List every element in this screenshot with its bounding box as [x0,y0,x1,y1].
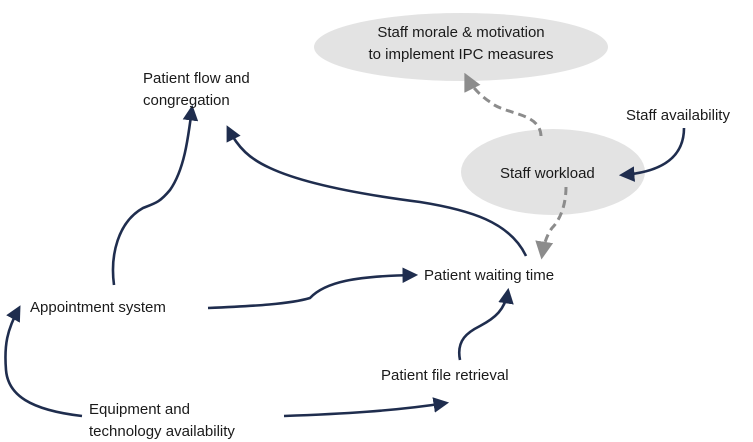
arrow-appointment-to-flow [111,104,199,286]
arrow-workload-to-waiting [535,186,568,260]
workload-ellipse [461,129,645,215]
arrow-equipment-to-file [283,397,450,418]
arrow-equipment-to-appointment [4,305,83,418]
morale-ellipse [314,13,608,81]
node-patient-waiting-time: Patient waiting time [424,267,555,284]
node-staff-morale: Staff morale & motivation to implement I… [318,22,604,66]
node-equipment-line-2: technology availability [89,423,235,440]
arrow-workload-to-morale [464,72,543,137]
node-equipment: Equipment and technology availability [89,399,235,442]
node-staff-morale-line-1: Staff morale & motivation [377,24,545,41]
arrow-file-to-waiting [457,287,514,361]
node-patient-flow-line-2: congregation [143,92,230,109]
node-staff-availability: Staff availability [626,107,730,124]
node-appointment-system: Appointment system [30,299,166,316]
node-equipment-line-1: Equipment and [89,401,190,418]
arrow-waiting-to-flow [226,125,528,257]
node-patient-flow-line-1: Patient flow and [143,70,250,87]
arrow-appointment-to-waiting [207,267,419,310]
arrow-availability-to-workload [618,127,686,182]
node-patient-flow: Patient flow and congregation [143,68,250,112]
node-staff-workload: Staff workload [500,165,595,182]
node-patient-file-retrieval: Patient file retrieval [381,367,509,384]
node-staff-morale-line-2: to implement IPC measures [368,46,554,63]
